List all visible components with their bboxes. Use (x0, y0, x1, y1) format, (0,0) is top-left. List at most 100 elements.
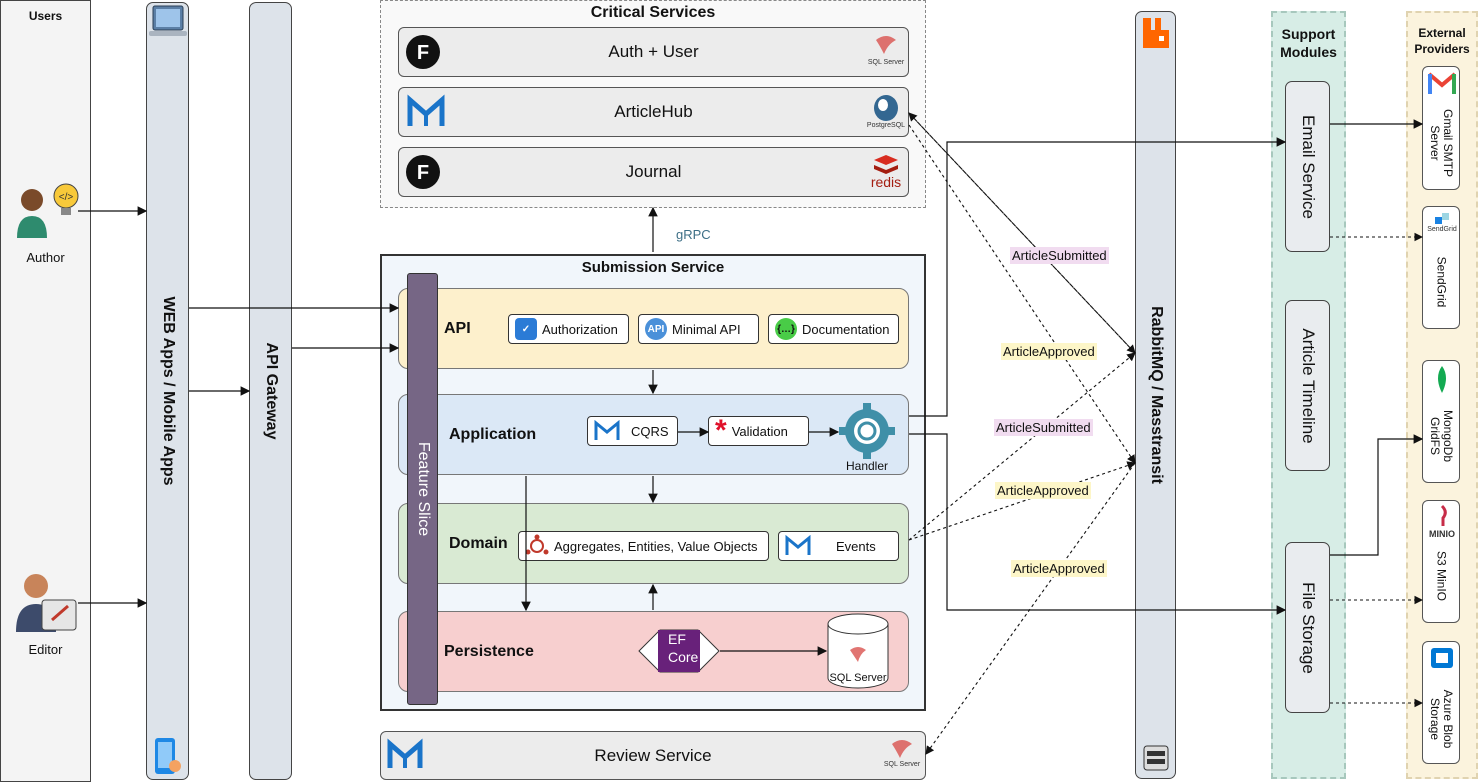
handler-to-files-arrow (909, 433, 1287, 615)
azure-blob-provider: Azure Blob Storage (1422, 641, 1460, 764)
review-service: Review Service (380, 731, 926, 780)
masstransit-icon (386, 738, 424, 772)
articlehub-label: ArticleHub (614, 102, 693, 121)
web-mobile-apps-bar: WEB Apps / Mobile Apps (146, 2, 189, 780)
fastendpoints-icon: F (404, 33, 442, 71)
event-label-article-approved: ArticleApproved (1001, 343, 1097, 360)
journal-service: Journal (398, 147, 909, 197)
minio-provider: MINIO S3 MinIO (1422, 500, 1460, 623)
gear-icon: API (645, 318, 667, 340)
svg-text:F: F (417, 42, 429, 64)
handler-label: Handler (845, 459, 889, 473)
event-label-article-submitted: ArticleSubmitted (994, 419, 1093, 436)
masstransit-icon (785, 535, 811, 555)
ef-label: EF (668, 631, 686, 647)
handler-icon (838, 402, 896, 460)
users-lane-title: Users (28, 9, 63, 23)
mongodb-provider: MongoDb GridFS (1422, 360, 1460, 483)
review-service-label: Review Service (594, 745, 712, 765)
rabbitmq-icon (1139, 14, 1173, 52)
masstransit-bus-icon (1139, 740, 1173, 776)
cqrs-chip: CQRS (587, 416, 678, 446)
core-label: Core (668, 649, 699, 665)
author-icon: </> (12, 178, 80, 244)
feature-slice-bar: Feature Slice (407, 273, 438, 705)
validation-label: Validation (731, 423, 788, 439)
aggregates-chip: Aggregates, Entities, Value Objects (518, 531, 769, 561)
event-label-article-submitted: ArticleSubmitted (1010, 247, 1109, 264)
critical-services-title: Critical Services (590, 4, 716, 21)
ef-core-icon: EF Core (638, 629, 720, 673)
svg-text:</>: </> (59, 192, 74, 203)
aggregates-label: Aggregates, Entities, Value Objects (554, 538, 758, 554)
sql-server-logo-text: SQL Server (867, 59, 905, 66)
external-providers-title: External Providers (1414, 26, 1470, 56)
event-domain-to-bus-2 (908, 461, 1137, 541)
authorization-chip: ✓ Authorization (508, 314, 629, 344)
masstransit-icon (594, 420, 620, 440)
mongodb-leaf-icon (1438, 366, 1446, 393)
sql-server-logo-text: SQL Server (883, 761, 921, 768)
svg-text:F: F (417, 162, 429, 184)
email-service: Email Service (1285, 81, 1330, 252)
shield-icon: ✓ (515, 318, 537, 340)
event-domain-to-bus-1 (908, 352, 1136, 541)
sql-server-icon: SQL Server (866, 32, 906, 72)
event-label-article-approved: ArticleApproved (995, 482, 1091, 499)
sendgrid-icon (1435, 213, 1449, 224)
validation-chip: * Validation (708, 416, 809, 446)
application-layer-title: Application (449, 426, 537, 443)
persistence-layer-title: Persistence (444, 643, 534, 660)
event-label-article-approved: ArticleApproved (1011, 560, 1107, 577)
sql-server-db-label: SQL Server (829, 672, 887, 684)
article-timeline: Article Timeline (1285, 300, 1330, 471)
postgresql-icon: PostgreSQL (866, 92, 906, 134)
support-modules-title: Support Modules (1280, 26, 1337, 60)
documentation-label: Documentation (802, 321, 890, 337)
api-gateway-bar: API Gateway (249, 2, 292, 780)
rabbitmq-masstransit-bar: RabbitMQ / Masstransit (1135, 11, 1176, 779)
handler-to-email-arrow (909, 137, 1287, 417)
sendgrid-provider: SendGrid SendGrid (1422, 206, 1460, 329)
editor-icon (12, 570, 80, 636)
asterisk-icon: * (715, 414, 727, 447)
fastendpoints-icon: F (404, 153, 442, 191)
minimal-api-chip: API Minimal API (638, 314, 759, 344)
articlehub-service: ArticleHub (398, 87, 909, 137)
users-lane: Users (0, 0, 91, 782)
auth-user-service: Auth + User (398, 27, 909, 77)
event-articlehub-to-bus-2 (908, 124, 1136, 464)
minio-icon (1440, 504, 1447, 526)
postgresql-logo-text: PostgreSQL (866, 122, 906, 129)
authorization-label: Authorization (542, 321, 618, 337)
mobile-icon (150, 736, 186, 778)
sql-server-icon: SQL Server (882, 738, 922, 776)
hub-icon (525, 534, 549, 555)
grpc-label: gRPC (676, 227, 711, 242)
redis-logo-text: redis (870, 174, 902, 190)
event-bus-to-review (925, 462, 1136, 755)
azure-blob-icon (1431, 648, 1453, 668)
laptop-icon (148, 2, 188, 42)
minimal-api-label: Minimal API (672, 321, 741, 337)
api-layer-title: API (444, 320, 471, 337)
editor-label: Editor (28, 642, 63, 657)
files-to-mongo-arrow (1330, 434, 1424, 556)
documentation-chip: {…} Documentation (768, 314, 899, 344)
events-chip: Events (778, 531, 899, 561)
gmail-provider: Gmail SMTP Server (1422, 66, 1460, 190)
gmail-icon (1427, 72, 1457, 94)
minio-logo-text: MINIO (1429, 529, 1455, 539)
sendgrid-logo-text: SendGrid (1427, 226, 1457, 233)
event-bus-to-articlehub (908, 112, 1136, 354)
cqrs-label: CQRS (631, 423, 669, 439)
domain-layer-title: Domain (449, 535, 508, 552)
events-label: Events (836, 538, 876, 554)
sql-server-database: SQL Server (826, 612, 890, 690)
masstransit-icon (406, 94, 446, 130)
file-storage: File Storage (1285, 542, 1330, 713)
swagger-icon: {…} (775, 318, 797, 340)
journal-label: Journal (625, 162, 682, 181)
redis-icon: redis (866, 152, 906, 194)
